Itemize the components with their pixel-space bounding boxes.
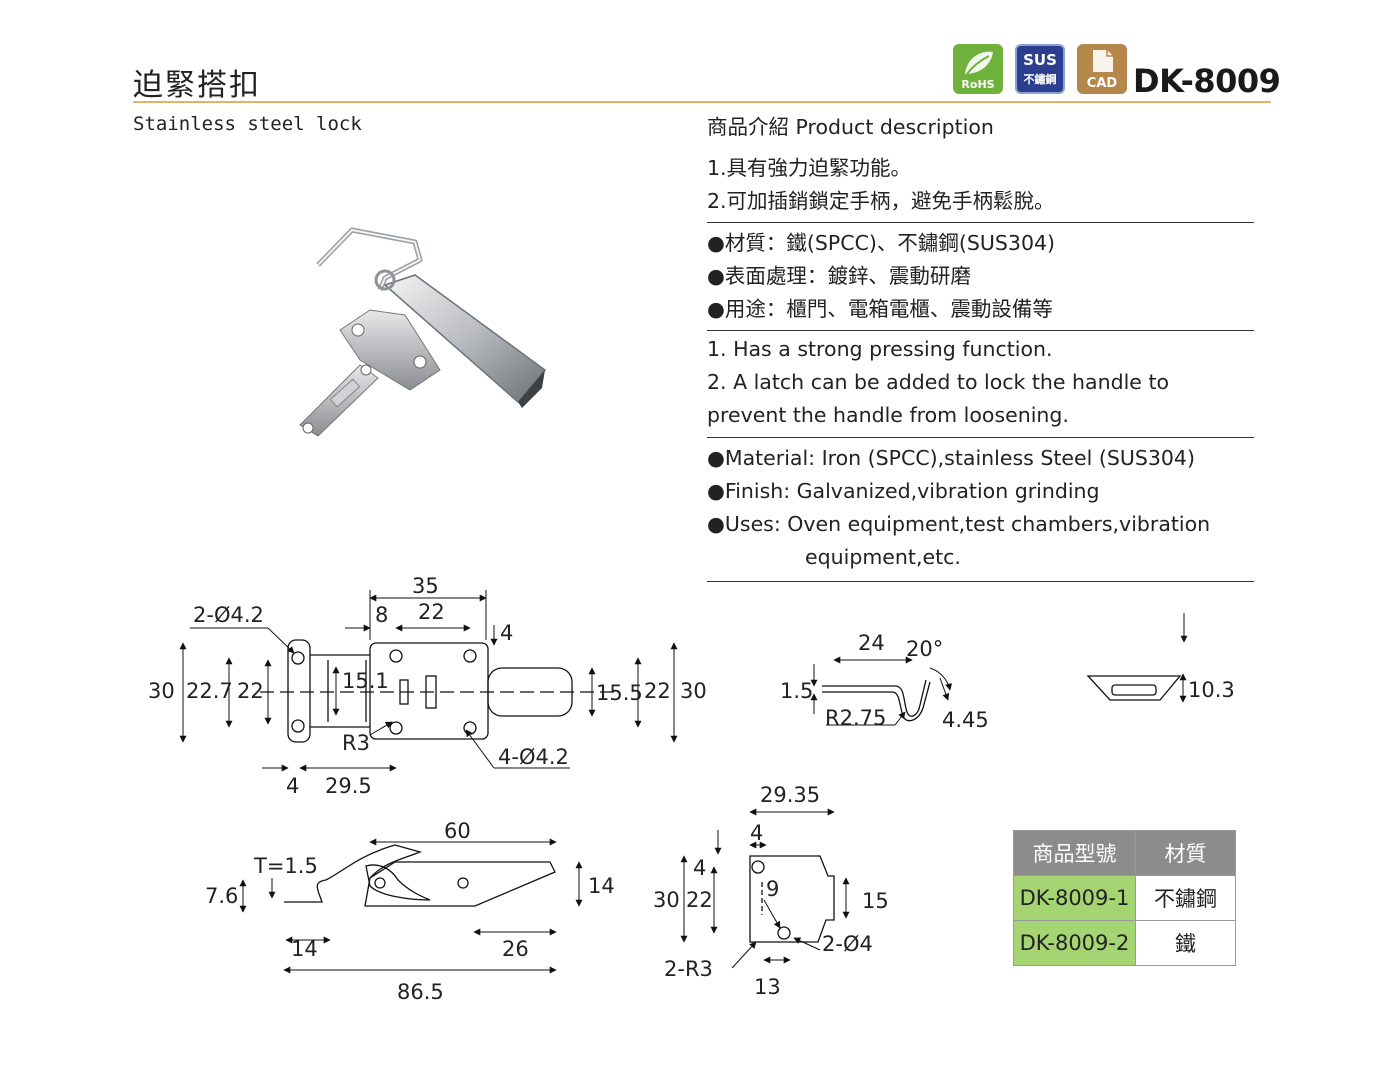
cad-label: CAD bbox=[1086, 76, 1118, 91]
dim-label: 29.35 bbox=[760, 783, 820, 807]
header-model: 商品型號 bbox=[1013, 830, 1136, 876]
dim-label: 22 bbox=[237, 679, 264, 703]
dim-label: 4 bbox=[750, 821, 763, 845]
spec-zh-material: ●材質：鐵(SPCC)、不鏽鋼(SUS304) bbox=[707, 231, 1056, 255]
dim-label: 60 bbox=[444, 819, 471, 843]
dim-label: 4 bbox=[286, 774, 299, 798]
cad-badge: CAD bbox=[1077, 44, 1127, 94]
dim-label: 86.5 bbox=[397, 980, 444, 1004]
sus-sub-label: 不鏽鋼 bbox=[1023, 73, 1057, 86]
page-title: 迫緊搭扣 bbox=[133, 68, 261, 103]
dim-label: 15.1 bbox=[342, 669, 389, 693]
page-subtitle: Stainless steel lock bbox=[133, 113, 362, 135]
spec-en-finish: ●Finish: Galvanized,vibration grinding bbox=[707, 479, 1100, 503]
dim-label: 4.45 bbox=[942, 708, 989, 732]
dim-label: R2.75 bbox=[825, 706, 886, 730]
dim-label: 26 bbox=[502, 937, 529, 961]
dim-label: 4 bbox=[693, 856, 706, 880]
dim-label: 24 bbox=[858, 631, 885, 655]
dim-label: 8 bbox=[375, 603, 388, 627]
dim-label: 2-Ø4 bbox=[822, 932, 873, 956]
dim-label: 4 bbox=[500, 621, 513, 645]
dim-label: 2-R3 bbox=[664, 957, 713, 981]
model-number: DK-8009 bbox=[1133, 62, 1281, 100]
feature-en-2: 2. A latch can be added to lock the hand… bbox=[707, 370, 1170, 394]
feature-zh-1: 1.具有強力迫緊功能。 bbox=[707, 156, 912, 180]
sus-badge: SUS 不鏽鋼 bbox=[1015, 44, 1065, 94]
dim-label: R3 bbox=[342, 731, 370, 755]
dim-label: 14 bbox=[588, 874, 615, 898]
rohs-label: RoHS bbox=[961, 78, 995, 91]
features-zh: 1.具有強力迫緊功能。 2.可加插銷鎖定手柄，避免手柄鬆脫。 bbox=[707, 152, 1255, 218]
dim-label: 22 bbox=[418, 600, 445, 624]
spec-en-uses: ●Uses: Oven equipment,test chambers,vibr… bbox=[707, 512, 1211, 569]
dim-label: 22 bbox=[644, 679, 671, 703]
header-divider bbox=[133, 101, 1271, 103]
table-row: DK-8009-2 鐵 bbox=[1013, 920, 1236, 966]
dim-label: 1.5 bbox=[780, 679, 813, 703]
dim-label: 29.5 bbox=[325, 774, 372, 798]
feature-en-2-cont: prevent the handle from loosening. bbox=[707, 403, 1069, 427]
rohs-badge: RoHS bbox=[953, 44, 1003, 94]
dim-label: T=1.5 bbox=[253, 854, 318, 878]
spec-zh-uses: ●用途：櫃門、電箱電櫃、震動設備等 bbox=[707, 297, 1053, 321]
specs-en: ●Material: Iron (SPCC),stainless Steel (… bbox=[707, 442, 1277, 574]
plate-view-drawing bbox=[1086, 675, 1182, 701]
document-icon bbox=[1093, 50, 1113, 72]
model-cell: DK-8009-1 bbox=[1013, 875, 1136, 921]
feature-zh-2: 2.可加插銷鎖定手柄，避免手柄鬆脫。 bbox=[707, 189, 1055, 213]
dim-label: 20° bbox=[906, 637, 943, 661]
dim-label: 13 bbox=[754, 975, 781, 999]
dim-label: 9 bbox=[766, 877, 779, 901]
dim-label: 22 bbox=[686, 888, 713, 912]
divider bbox=[707, 222, 1254, 223]
divider bbox=[707, 437, 1254, 438]
dim-label: 35 bbox=[412, 574, 439, 598]
spec-en-material: ●Material: Iron (SPCC),stainless Steel (… bbox=[707, 446, 1195, 470]
table-row: DK-8009-1 不鏽鋼 bbox=[1013, 875, 1236, 921]
dim-label: 15 bbox=[862, 889, 889, 913]
dim-label: 30 bbox=[653, 888, 680, 912]
specs-zh: ●材質：鐵(SPCC)、不鏽鋼(SUS304) ●表面處理：鍍鋅、震動研磨 ●用… bbox=[707, 227, 1255, 326]
dim-label: 15.5 bbox=[596, 681, 643, 705]
features-en: 1. Has a strong pressing function. 2. A … bbox=[707, 333, 1255, 432]
description-heading: 商品介紹 Product description bbox=[707, 115, 994, 139]
divider bbox=[707, 330, 1254, 331]
table-header-row: 商品型號 材質 bbox=[1013, 830, 1236, 876]
dim-label: 4-Ø4.2 bbox=[498, 745, 569, 769]
dim-label: 30 bbox=[148, 679, 175, 703]
dim-label: 22.7 bbox=[186, 679, 233, 703]
material-cell: 鐵 bbox=[1135, 920, 1236, 966]
leaf-icon bbox=[965, 51, 993, 75]
feature-en-1: 1. Has a strong pressing function. bbox=[707, 337, 1053, 361]
divider bbox=[707, 581, 1254, 582]
top-view-drawing bbox=[260, 639, 620, 743]
dim-label: 14 bbox=[291, 937, 318, 961]
keeper-view-drawing bbox=[749, 855, 835, 943]
dim-label: 30 bbox=[680, 679, 707, 703]
side-view-drawing bbox=[284, 844, 556, 907]
product-photo bbox=[299, 227, 547, 437]
dim-label: 10.3 bbox=[1188, 678, 1235, 702]
dim-label: 2-Ø4.2 bbox=[193, 603, 264, 627]
spec-table: 商品型號 材質 DK-8009-1 不鏽鋼 DK-8009-2 鐵 bbox=[1013, 830, 1236, 966]
material-cell: 不鏽鋼 bbox=[1135, 875, 1236, 921]
spec-zh-finish: ●表面處理：鍍鋅、震動研磨 bbox=[707, 264, 971, 288]
sus-label: SUS bbox=[1023, 51, 1057, 69]
header-material: 材質 bbox=[1135, 830, 1236, 876]
model-cell: DK-8009-2 bbox=[1013, 920, 1136, 966]
dim-label: 7.6 bbox=[205, 884, 238, 908]
